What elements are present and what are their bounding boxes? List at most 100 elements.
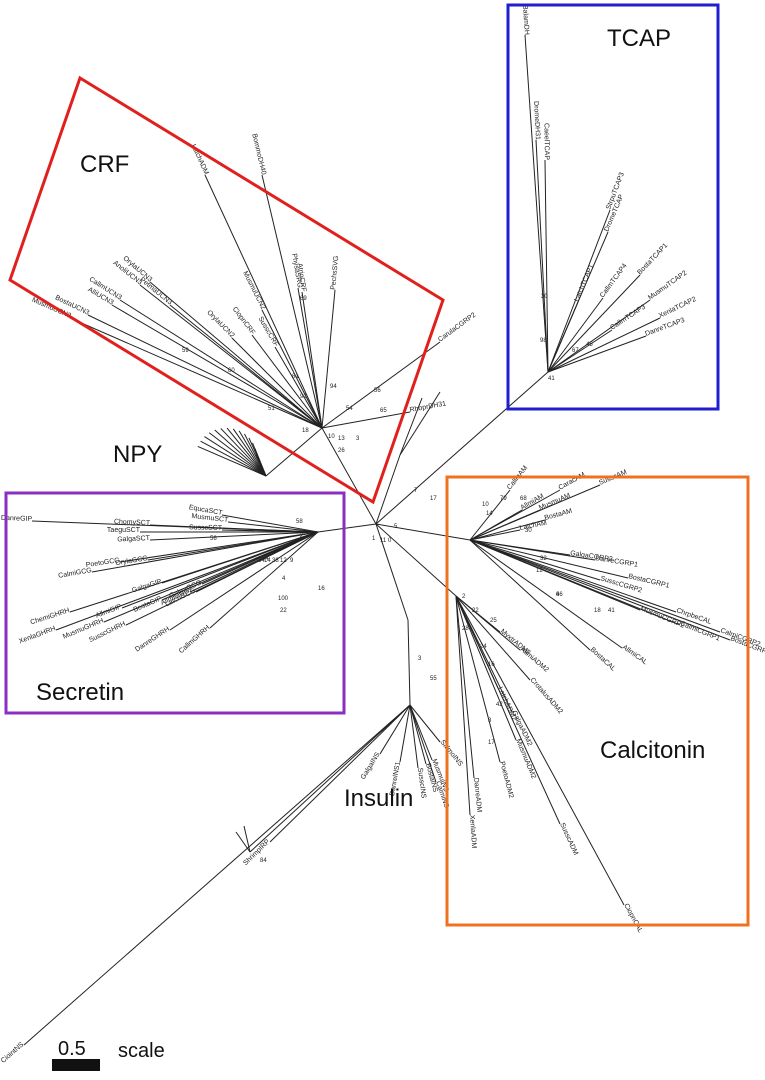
bootstrap-value: 22 xyxy=(280,608,287,614)
tree-branch xyxy=(547,301,579,373)
calcitonin-clade-label: Calcitonin xyxy=(600,737,705,764)
bootstrap-value: 65 xyxy=(380,408,387,414)
tree-branch xyxy=(297,287,323,429)
tree-branch xyxy=(69,531,319,613)
tree-branch xyxy=(469,539,623,649)
bootstrap-value: 9 xyxy=(290,558,294,564)
tip-label: SusscSCT xyxy=(189,524,223,532)
bootstrap-value: 22 xyxy=(472,608,479,614)
tip-label: ChemiGHRH xyxy=(30,607,71,626)
tree-branch xyxy=(455,595,501,763)
tip-label: AtrioCRF xyxy=(296,263,307,292)
tree-branch xyxy=(469,539,629,579)
bootstrap-value: 16 xyxy=(318,586,325,592)
crf-clade-box xyxy=(8,75,445,505)
tip-label: CiointNS xyxy=(0,1041,26,1065)
tree-branch xyxy=(243,825,251,853)
bootstrap-value: 94 xyxy=(262,556,269,562)
bootstrap-value: 38 xyxy=(272,558,279,564)
tip-label: MusmuSCT xyxy=(191,513,229,524)
tip-label: CiopnCAL xyxy=(622,903,643,934)
tree-branch xyxy=(208,432,267,477)
bootstrap-value: 100 xyxy=(278,596,289,602)
bootstrap-value: 3 xyxy=(418,656,422,662)
bootstrap-value: 84 xyxy=(260,858,267,864)
tip-label: BostaTCAP1 xyxy=(636,242,669,276)
tree-branch xyxy=(220,428,267,477)
tree-branch xyxy=(204,174,323,429)
tree-branch xyxy=(544,159,549,373)
bootstrap-value: 28 xyxy=(462,626,469,632)
tree-branch xyxy=(375,454,401,525)
tip-label: LatchAM xyxy=(519,520,548,532)
bootstrap-value: 34 xyxy=(258,558,265,564)
tree-branch xyxy=(407,619,411,706)
tip-label: TaeguSCT xyxy=(107,527,141,534)
tree-branch xyxy=(301,291,323,429)
scale-bar xyxy=(52,1059,100,1071)
tip-label: MusmuTCAP2 xyxy=(647,270,688,302)
tree-branch xyxy=(409,704,441,743)
tip-label: MusmuUCN2 xyxy=(241,270,266,311)
bootstrap-value: 30 xyxy=(525,528,532,534)
bootstrap-value: 10 xyxy=(482,502,489,508)
tip-label: CallmTCAP4 xyxy=(599,262,629,299)
tree-branch xyxy=(321,411,411,429)
tree-branch xyxy=(455,595,521,651)
bootstrap-value: 17 xyxy=(488,740,495,746)
bootstrap-value: 67 xyxy=(572,348,579,354)
tree-branch xyxy=(227,521,319,533)
tree-branch xyxy=(455,595,471,816)
tip-label: DanreTCAP3 xyxy=(644,317,686,338)
tree-branch xyxy=(455,595,475,779)
bootstrap-value: 81 xyxy=(292,374,299,380)
tip-label: BalamDH xyxy=(521,5,530,35)
tip-label: AllmiCAL xyxy=(621,644,649,666)
bootstrap-value: 16 xyxy=(488,662,495,668)
tree-branch xyxy=(119,531,319,563)
tree-branch xyxy=(547,329,613,373)
tip-label: BostaAM xyxy=(544,508,573,522)
tree-branch xyxy=(169,304,323,429)
tip-label: GalgaSCT xyxy=(117,535,151,544)
tree-branch xyxy=(547,209,611,373)
bootstrap-value: 13 xyxy=(338,436,345,442)
tip-label: DanreGHRH xyxy=(134,626,171,654)
tree-branch xyxy=(469,509,541,541)
tree-branch xyxy=(269,704,411,843)
tree-branch xyxy=(321,427,377,525)
bootstrap-value: 92 xyxy=(300,394,307,400)
tip-label: BommoDH40 xyxy=(250,133,267,176)
tree-branch xyxy=(149,281,323,429)
bootstrap-value: 32 xyxy=(540,556,547,562)
bootstrap-value: 69 xyxy=(300,296,307,302)
tree-branch xyxy=(251,334,323,429)
bootstrap-value: 51 xyxy=(268,406,275,412)
bootstrap-value: 45 xyxy=(586,342,593,348)
bootstrap-value: 30 xyxy=(541,294,548,300)
tip-label: AllmiGIP xyxy=(95,603,123,619)
tree-branch xyxy=(469,539,601,581)
tree-branch xyxy=(317,523,377,533)
tree-branch xyxy=(469,539,591,651)
tree-branch xyxy=(149,531,319,541)
bootstrap-value: 8 xyxy=(488,718,492,724)
bootstrap-value: 17 xyxy=(430,496,437,502)
tree-branch xyxy=(409,704,433,761)
tree-branch xyxy=(235,831,251,853)
tree-branch xyxy=(255,453,267,477)
tip-label: PhysaSRG xyxy=(290,253,303,288)
tree-branch xyxy=(455,595,517,741)
bootstrap-value: 41 xyxy=(608,608,615,614)
bootstrap-value: 41 xyxy=(548,376,555,382)
tip-label: CrotalusADM2 xyxy=(528,677,563,716)
tree-branch xyxy=(547,317,661,373)
insulin-clade-label: Insulin xyxy=(344,785,413,812)
bootstrap-value: 18 xyxy=(302,428,309,434)
tree-branch xyxy=(375,523,471,541)
tip-label: CallmGHRH xyxy=(178,624,211,655)
tip-label: RhoprDH31 xyxy=(409,400,447,414)
scale-bar-value: 0.5 xyxy=(58,1038,86,1060)
tree-branch xyxy=(249,704,411,853)
tree-branch xyxy=(31,520,319,533)
